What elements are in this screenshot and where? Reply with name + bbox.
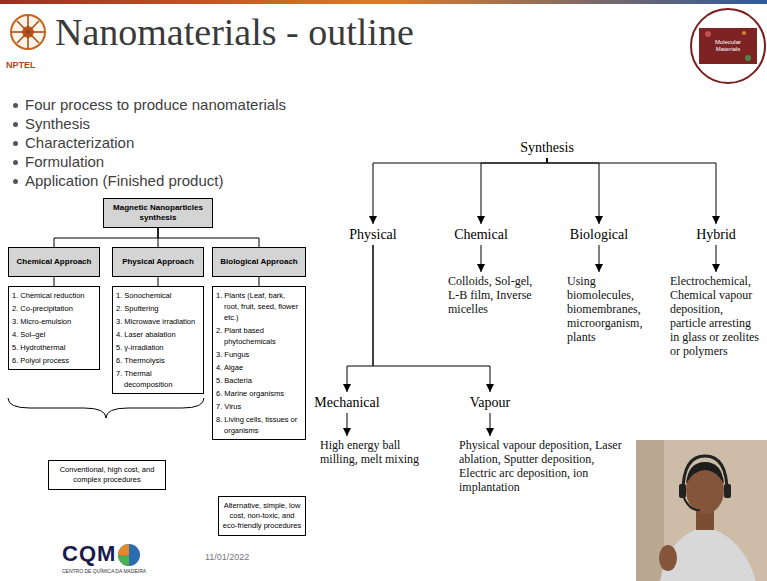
tree-root: Synthesis	[507, 137, 587, 158]
node-text: 3. Micro-emulsion	[12, 316, 96, 327]
approach-box: Chemical Approach	[8, 247, 100, 277]
logo-text: Molecular Materials	[702, 39, 754, 53]
node-text: Vapour	[457, 394, 523, 411]
tree-line	[259, 277, 260, 286]
node-text: Biological	[565, 226, 633, 243]
node-text: Conventional, high cost, and complex pro…	[52, 465, 162, 485]
tree-arrow	[373, 245, 490, 392]
slide-title: Nanomaterials - outline	[55, 10, 414, 54]
node-text: Physical	[340, 226, 406, 243]
node-text: 4. Laser abalation	[116, 329, 200, 340]
bullet-text: Four process to produce nanomaterials	[25, 96, 286, 114]
node-text: Biological Approach	[216, 257, 302, 267]
method-list: 1. Plants (Leaf, bark, root, fruit, seed…	[212, 286, 306, 440]
node-text: 2. Sputtering	[116, 303, 200, 314]
group-logo	[691, 9, 765, 83]
tree-branch: Vapour	[455, 392, 525, 413]
bullet-text: Characterization	[25, 134, 134, 152]
node-text: 2. Plant based phytochemicals	[216, 325, 302, 347]
node-text: 5. γ-irradiation	[116, 342, 200, 353]
tree-branch: Biological	[563, 224, 635, 245]
node-text: 1. Chemical reduction	[12, 290, 96, 301]
tree-branch: Mechanical	[310, 392, 384, 413]
method-text: High energy ball milling, melt mixing	[318, 436, 430, 468]
node-text: 4. Sol–gel	[12, 329, 96, 340]
tree-arrow	[547, 158, 599, 224]
bullet-dot	[13, 179, 18, 184]
tree-arrow	[347, 413, 348, 436]
tree-arrow	[373, 158, 547, 224]
approach-box: Biological Approach	[212, 247, 306, 277]
node-text: High energy ball milling, melt mixing	[320, 438, 428, 466]
root-box: Magnetic Nanoparticles synthesis	[103, 198, 213, 228]
tree-arrow	[547, 158, 716, 224]
tree-line	[54, 228, 158, 247]
node-text: Physical Approach	[116, 257, 200, 267]
node-text: Physical vapour deposition, Laser ablati…	[459, 438, 627, 494]
node-text: 7. Virus	[216, 401, 302, 412]
approach-box: Physical Approach	[112, 247, 204, 277]
node-text: 3. Microwave irradiation	[116, 316, 200, 327]
tree-arrow	[716, 245, 717, 272]
node-text: 8. Living cells, tissues or organisms	[216, 414, 302, 436]
tree-line	[54, 277, 55, 286]
bullet-text: Synthesis	[25, 115, 90, 133]
node-text: 6. Polyol process	[12, 355, 96, 366]
node-text: Electrochemical, Chemical vapour deposit…	[670, 274, 761, 358]
node-text: 4. Algae	[216, 362, 302, 373]
bullet-text: Application (Finished product)	[25, 172, 223, 190]
tree-arrow	[490, 413, 491, 436]
bullet-dot	[13, 122, 18, 127]
node-text: 5. Bacteria	[216, 375, 302, 386]
tree-line	[158, 277, 159, 286]
bullet-dot	[13, 160, 18, 165]
tree-line	[158, 228, 259, 247]
node-text: Synthesis	[509, 139, 585, 156]
node-text: 1. Sonochemical	[116, 290, 200, 301]
node-text: Mechanical	[312, 394, 382, 411]
bullet-text: Formulation	[25, 153, 104, 171]
node-text: Colloids, Sol-gel, L-B film, Inverse mic…	[448, 274, 542, 316]
webcam-inset	[636, 440, 767, 581]
summary-box: Conventional, high cost, and complex pro…	[48, 460, 166, 490]
logo-text: NPTEL	[6, 60, 36, 71]
bullet-dot	[13, 103, 18, 108]
node-text: Chemical	[447, 226, 515, 243]
summary-box: Alternative, simple, low cost, non-toxic…	[218, 496, 306, 536]
date-text: 11/01/2022	[205, 552, 249, 563]
node-text: Using biomolecules, biomembranes, microo…	[567, 274, 661, 344]
node-text: 1. Plants (Leaf, bark, root, fruit, seed…	[216, 290, 302, 323]
method-list: 1. Sonochemical 2. Sputtering 3. Microwave…	[112, 286, 204, 394]
node-text: 7. Thermal decomposition	[116, 368, 200, 390]
method-text: Electrochemical, Chemical vapour deposit…	[668, 272, 763, 360]
cqm-logo	[118, 544, 140, 566]
node-text: Hybrid	[683, 226, 749, 243]
node-text: 2. Co-precipitation	[12, 303, 96, 314]
top-bar	[0, 0, 767, 4]
node-text: Magnetic Nanoparticles synthesis	[107, 203, 209, 223]
method-text: Using biomolecules, biomembranes, microo…	[565, 272, 663, 346]
tree-arrow	[347, 245, 373, 392]
nptel-logo	[11, 15, 45, 49]
node-text: Chemical Approach	[12, 257, 96, 267]
bullet-dot	[13, 141, 18, 146]
logo-text: CQM	[62, 542, 116, 566]
method-list: 1. Chemical reduction 2. Co-precipitation…	[8, 286, 100, 370]
curly-brace	[8, 398, 204, 418]
tree-arrow	[599, 245, 600, 272]
node-text: Alternative, simple, low cost, non-toxic…	[222, 501, 302, 531]
tree-branch: Physical	[338, 224, 408, 245]
method-text: Colloids, Sol-gel, L-B film, Inverse mic…	[446, 272, 544, 318]
tree-arrow	[481, 158, 547, 224]
method-text: Physical vapour deposition, Laser ablati…	[457, 436, 629, 496]
node-text: 5. Hydrothermal	[12, 342, 96, 353]
node-text: 3. Fungus	[216, 349, 302, 360]
node-text: 6. Thermolysis	[116, 355, 200, 366]
logo-subtext: CENTRO DE QUÍMICA DA MADEIRA	[62, 568, 146, 574]
tree-branch: Hybrid	[681, 224, 751, 245]
node-text: 6. Marine organisms	[216, 388, 302, 399]
tree-branch: Chemical	[445, 224, 517, 245]
tree-arrow	[481, 245, 482, 272]
